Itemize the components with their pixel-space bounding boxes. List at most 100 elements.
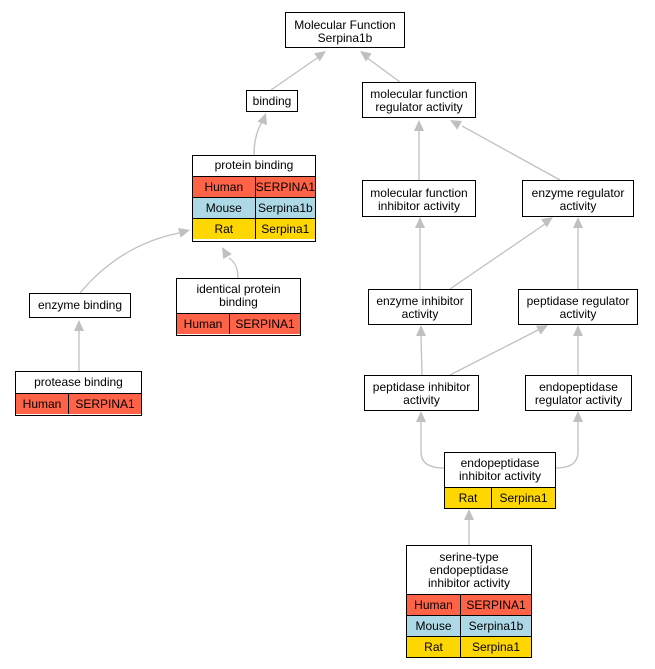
edge-mfra-to-root bbox=[360, 51, 401, 83]
edge-line bbox=[449, 329, 539, 376]
go-term-label: Molecular Function Serpina1b bbox=[294, 18, 396, 45]
species-cell: Rat bbox=[445, 487, 492, 508]
arrowhead-icon bbox=[541, 217, 553, 228]
go-term-mfra[interactable]: molecular function regulator activity bbox=[362, 82, 476, 118]
gene-cell: Serpina1 bbox=[460, 636, 531, 657]
go-term-eia[interactable]: enzyme inhibitor activity bbox=[368, 289, 472, 325]
edge-mfia-to-mfra bbox=[414, 120, 424, 180]
gene-cell: Serpina1 bbox=[491, 487, 555, 508]
species-cell: Human bbox=[407, 594, 461, 616]
go-term-label: endopeptidase inhibitor activity bbox=[458, 456, 542, 483]
arrowhead-icon bbox=[415, 217, 425, 228]
go-term-enzyme-binding[interactable]: enzyme binding bbox=[29, 293, 131, 318]
arrowhead-icon bbox=[414, 120, 424, 131]
edge-pia-to-pra bbox=[449, 325, 548, 376]
arrowhead-icon bbox=[416, 325, 426, 336]
go-term-mfia[interactable]: molecular function inhibitor activity bbox=[362, 180, 476, 217]
go-term-label: peptidase regulator activity bbox=[526, 294, 630, 321]
go-term-era[interactable]: enzyme regulator activity bbox=[522, 180, 634, 217]
arrowhead-icon bbox=[573, 411, 583, 422]
edge-eia-to-era bbox=[449, 217, 553, 290]
edge-epra-to-pra bbox=[573, 325, 583, 375]
go-term-label: peptidase inhibitor activity bbox=[372, 380, 471, 407]
go-term-root[interactable]: Molecular Function Serpina1b bbox=[285, 12, 405, 48]
edge-line bbox=[270, 55, 321, 91]
species-cell: Human bbox=[193, 176, 256, 198]
species-cell: Rat bbox=[193, 218, 256, 239]
arrowhead-icon bbox=[314, 51, 326, 62]
edge-era-to-mfra bbox=[450, 120, 561, 181]
species-cell: Mouse bbox=[407, 615, 461, 637]
edge-pia-to-eia bbox=[416, 325, 426, 376]
edge-line bbox=[365, 56, 401, 83]
edge-enzyme-binding-to-pb bbox=[79, 228, 190, 294]
arrowhead-icon bbox=[573, 325, 583, 336]
edge-pra-to-era bbox=[573, 217, 583, 289]
edge-epia-to-epra bbox=[555, 411, 583, 469]
gene-cell: SERPINA1 bbox=[229, 313, 300, 334]
gene-cell: Serpina1b bbox=[254, 197, 315, 219]
go-term-label: endopeptidase regulator activity bbox=[534, 380, 623, 407]
go-term-pra[interactable]: peptidase regulator activity bbox=[518, 289, 638, 325]
edge-protein-binding-to-binding bbox=[253, 113, 267, 156]
gene-cell: SERPINA1 bbox=[460, 594, 531, 616]
arrowhead-icon bbox=[573, 217, 583, 228]
go-term-label: molecular function regulator activity bbox=[370, 87, 468, 114]
edge-ipb-to-pb bbox=[222, 247, 239, 279]
go-term-label: enzyme binding bbox=[37, 298, 123, 312]
arrowhead-icon bbox=[360, 51, 372, 62]
arrowhead-icon bbox=[450, 120, 463, 130]
gene-cell: Serpina1 bbox=[254, 218, 315, 239]
species-cell: Mouse bbox=[193, 197, 256, 219]
gene-cell: SERPINA1 bbox=[254, 176, 315, 198]
edge-epia-to-pia bbox=[416, 411, 445, 469]
species-cell: Human bbox=[16, 393, 69, 414]
edge-line bbox=[420, 422, 445, 469]
go-term-label: binding bbox=[252, 94, 292, 108]
go-term-label: enzyme inhibitor activity bbox=[376, 294, 464, 321]
edge-line bbox=[79, 232, 180, 294]
go-term-pia[interactable]: peptidase inhibitor activity bbox=[364, 375, 479, 411]
arrowhead-icon bbox=[74, 320, 84, 331]
edge-eia-to-mfia bbox=[415, 217, 425, 289]
edge-protease-to-enzyme bbox=[74, 320, 84, 371]
gene-cell: SERPINA1 bbox=[68, 393, 141, 414]
go-term-epra[interactable]: endopeptidase regulator activity bbox=[525, 375, 632, 411]
edge-binding-to-root bbox=[270, 51, 326, 91]
edge-line bbox=[449, 223, 546, 290]
go-term-stepia[interactable]: serine-type endopeptidase inhibitor acti… bbox=[406, 545, 532, 658]
edge-line bbox=[461, 125, 561, 181]
gene-cell: Serpina1b bbox=[460, 615, 531, 637]
go-term-label: identical protein binding bbox=[196, 282, 281, 309]
arrowhead-icon bbox=[222, 247, 232, 260]
edge-line bbox=[555, 422, 579, 469]
species-cell: Rat bbox=[407, 636, 461, 657]
go-term-label: protein binding bbox=[214, 158, 294, 172]
go-term-binding[interactable]: binding bbox=[246, 90, 298, 112]
edge-line bbox=[228, 257, 239, 279]
species-cell: Human bbox=[177, 313, 230, 334]
edge-stepia-to-epia bbox=[464, 509, 474, 545]
arrowhead-icon bbox=[416, 411, 426, 422]
go-term-label: enzyme regulator activity bbox=[531, 186, 625, 213]
arrowhead-icon bbox=[257, 113, 267, 126]
arrowhead-icon bbox=[464, 509, 474, 520]
arrowhead-icon bbox=[178, 228, 190, 238]
